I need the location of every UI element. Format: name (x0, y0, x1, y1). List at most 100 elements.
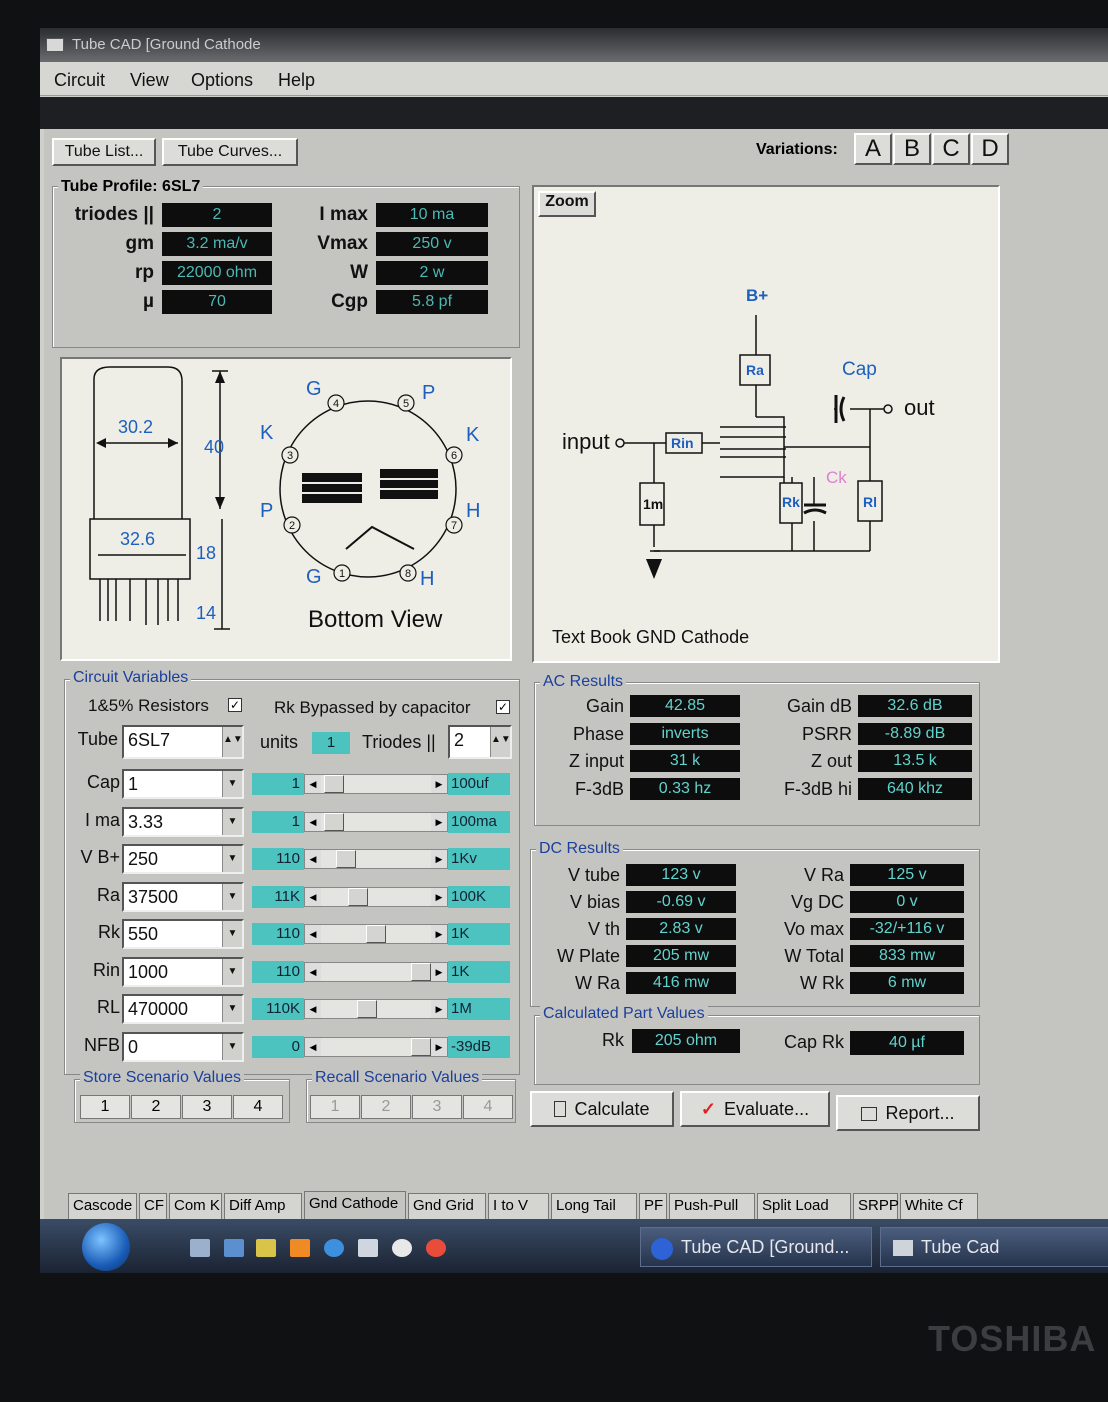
var-combo-3[interactable]: 37500▼ (122, 881, 244, 912)
var-slider-0[interactable]: ◀▶ (304, 774, 448, 794)
var-combo-7[interactable]: 0▼ (122, 1031, 244, 1062)
media-player-icon[interactable] (290, 1239, 310, 1257)
var-slider-5[interactable]: ◀▶ (304, 961, 448, 982)
spinner-icon[interactable]: ▲▼ (222, 727, 243, 757)
arrow-left-icon[interactable]: ◀ (305, 1037, 321, 1056)
chevron-down-icon[interactable]: ▼ (222, 808, 242, 835)
spinner-icon[interactable]: ▲▼ (490, 727, 511, 757)
menu-options[interactable]: Options (191, 70, 254, 90)
arrow-left-icon[interactable]: ◀ (305, 775, 321, 793)
tube-list-button[interactable]: Tube List... (52, 138, 156, 166)
slider-thumb[interactable] (411, 962, 431, 981)
units-value[interactable]: 1 (312, 732, 350, 754)
menu-help[interactable]: Help (278, 70, 316, 90)
arrow-left-icon[interactable]: ◀ (305, 812, 321, 831)
var-slider-7[interactable]: ◀▶ (304, 1036, 448, 1057)
chevron-down-icon[interactable]: ▼ (222, 958, 242, 985)
var-slider-4[interactable]: ◀▶ (304, 924, 448, 944)
arrow-left-icon[interactable]: ◀ (305, 925, 321, 943)
tab-gnd-grid[interactable]: Gnd Grid (408, 1193, 486, 1219)
slider-thumb[interactable] (336, 850, 357, 868)
chevron-down-icon[interactable]: ▼ (222, 846, 242, 872)
store-4-button[interactable]: 4 (233, 1095, 283, 1119)
var-slider-3[interactable]: ◀▶ (304, 886, 448, 907)
window-icon[interactable] (224, 1239, 244, 1257)
var-combo-2[interactable]: 250▼ (122, 844, 244, 874)
zoom-button[interactable]: Zoom (538, 191, 596, 217)
variation-d-button[interactable]: D (971, 133, 1009, 165)
tab-gnd-cathode[interactable]: Gnd Cathode (304, 1191, 406, 1219)
slider-thumb[interactable] (323, 775, 344, 793)
report-button[interactable]: Report... (836, 1095, 980, 1131)
slider-thumb[interactable] (348, 887, 368, 906)
tab-cascode[interactable]: Cascode (68, 1193, 137, 1219)
arrow-right-icon[interactable]: ▶ (431, 887, 447, 906)
arrow-left-icon[interactable]: ◀ (305, 1000, 321, 1018)
variation-b-button[interactable]: B (893, 133, 931, 165)
arrow-right-icon[interactable]: ▶ (431, 812, 447, 831)
chevron-down-icon[interactable]: ▼ (222, 921, 242, 947)
rk-bypass-checkbox[interactable]: ✓ (496, 700, 510, 714)
arrow-right-icon[interactable]: ▶ (431, 1000, 447, 1018)
chevron-down-icon[interactable]: ▼ (222, 996, 242, 1022)
var-slider-2[interactable]: ◀▶ (304, 849, 448, 869)
folder-icon[interactable] (256, 1239, 276, 1257)
tab-cf[interactable]: CF (139, 1193, 167, 1219)
menu-circuit[interactable]: Circuit (54, 70, 106, 90)
store-1-button[interactable]: 1 (80, 1095, 130, 1119)
arrow-right-icon[interactable]: ▶ (431, 775, 447, 793)
recall-1-button[interactable]: 1 (310, 1095, 360, 1119)
store-2-button[interactable]: 2 (131, 1095, 181, 1119)
arrow-left-icon[interactable]: ◀ (305, 850, 321, 868)
tube-select[interactable]: 6SL7▲▼ (122, 725, 244, 759)
variation-c-button[interactable]: C (932, 133, 970, 165)
recall-2-button[interactable]: 2 (361, 1095, 411, 1119)
var-combo-5[interactable]: 1000▼ (122, 956, 244, 987)
slider-thumb[interactable] (411, 1037, 431, 1056)
arrow-left-icon[interactable]: ◀ (305, 887, 321, 906)
store-3-button[interactable]: 3 (182, 1095, 232, 1119)
var-combo-0[interactable]: 1▼ (122, 769, 244, 799)
tab-push-pull[interactable]: Push-Pull (669, 1193, 755, 1219)
arrow-right-icon[interactable]: ▶ (431, 1037, 447, 1056)
chevron-down-icon[interactable]: ▼ (222, 1033, 242, 1060)
recall-3-button[interactable]: 3 (412, 1095, 462, 1119)
tube-curves-button[interactable]: Tube Curves... (162, 138, 298, 166)
taskbar-item-tubecad-2[interactable]: Tube Cad (880, 1227, 1108, 1267)
arrow-right-icon[interactable]: ▶ (431, 925, 447, 943)
var-combo-1[interactable]: 3.33▼ (122, 806, 244, 837)
slider-thumb[interactable] (357, 1000, 377, 1018)
arrow-left-icon[interactable]: ◀ (305, 962, 321, 981)
tab-srpp[interactable]: SRPP (853, 1193, 899, 1219)
variation-a-button[interactable]: A (854, 133, 892, 165)
disc-icon[interactable] (392, 1239, 412, 1257)
resistors-checkbox[interactable]: ✓ (228, 698, 242, 712)
tab-diff-amp[interactable]: Diff Amp (224, 1193, 302, 1219)
tab-split-load[interactable]: Split Load (757, 1193, 851, 1219)
var-combo-4[interactable]: 550▼ (122, 919, 244, 949)
recall-4-button[interactable]: 4 (463, 1095, 513, 1119)
chevron-down-icon[interactable]: ▼ (222, 771, 242, 797)
browser-icon[interactable] (324, 1239, 344, 1257)
slider-thumb[interactable] (366, 925, 386, 943)
var-combo-6[interactable]: 470000▼ (122, 994, 244, 1024)
triodes-select[interactable]: 2▲▼ (448, 725, 512, 759)
arrow-right-icon[interactable]: ▶ (431, 850, 447, 868)
calculate-button[interactable]: Calculate (530, 1091, 674, 1127)
slider-thumb[interactable] (323, 812, 344, 831)
chevron-down-icon[interactable]: ▼ (222, 883, 242, 910)
tab-white-cf[interactable]: White Cf (900, 1193, 978, 1219)
show-desktop-icon[interactable] (190, 1239, 210, 1257)
chrome-icon[interactable] (426, 1239, 446, 1257)
document-icon[interactable] (358, 1239, 378, 1257)
taskbar-item-tubecad[interactable]: Tube CAD [Ground... (640, 1227, 872, 1267)
arrow-right-icon[interactable]: ▶ (431, 962, 447, 981)
var-slider-6[interactable]: ◀▶ (304, 999, 448, 1019)
tab-com-k[interactable]: Com K (169, 1193, 222, 1219)
menu-view[interactable]: View (130, 70, 169, 90)
var-slider-1[interactable]: ◀▶ (304, 811, 448, 832)
tab-long-tail[interactable]: Long Tail (551, 1193, 637, 1219)
evaluate-button[interactable]: ✓Evaluate... (680, 1091, 830, 1127)
tab-i-to-v[interactable]: I to V (488, 1193, 549, 1219)
tab-pf[interactable]: PF (639, 1193, 667, 1219)
